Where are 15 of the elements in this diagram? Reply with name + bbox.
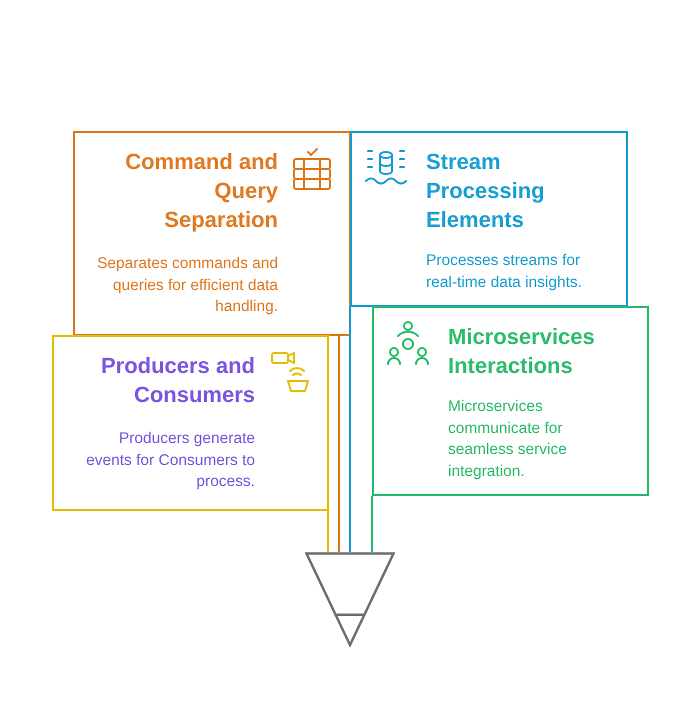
card-heading: Microservices Interactions [448, 323, 596, 380]
card-heading: Stream Processing Elements [426, 148, 546, 234]
connector-line [338, 336, 340, 552]
card-heading: Command and Query Separation [124, 148, 278, 234]
card-background [52, 335, 329, 511]
card-background [372, 306, 649, 496]
card-description: Separates commands and queries for efficient data handling. [97, 254, 278, 317]
card-description: Processes streams for real-time data insights. [426, 251, 583, 292]
card-description: Microservices communicate for seamless service integration. [448, 397, 568, 482]
connector-line [371, 496, 373, 552]
card-background [73, 131, 351, 336]
card-heading: Producers and Consumers [100, 352, 255, 409]
card-description: Producers generate events for Consumers to process. [85, 429, 255, 492]
connector-line [327, 511, 329, 552]
card-background [350, 131, 628, 307]
